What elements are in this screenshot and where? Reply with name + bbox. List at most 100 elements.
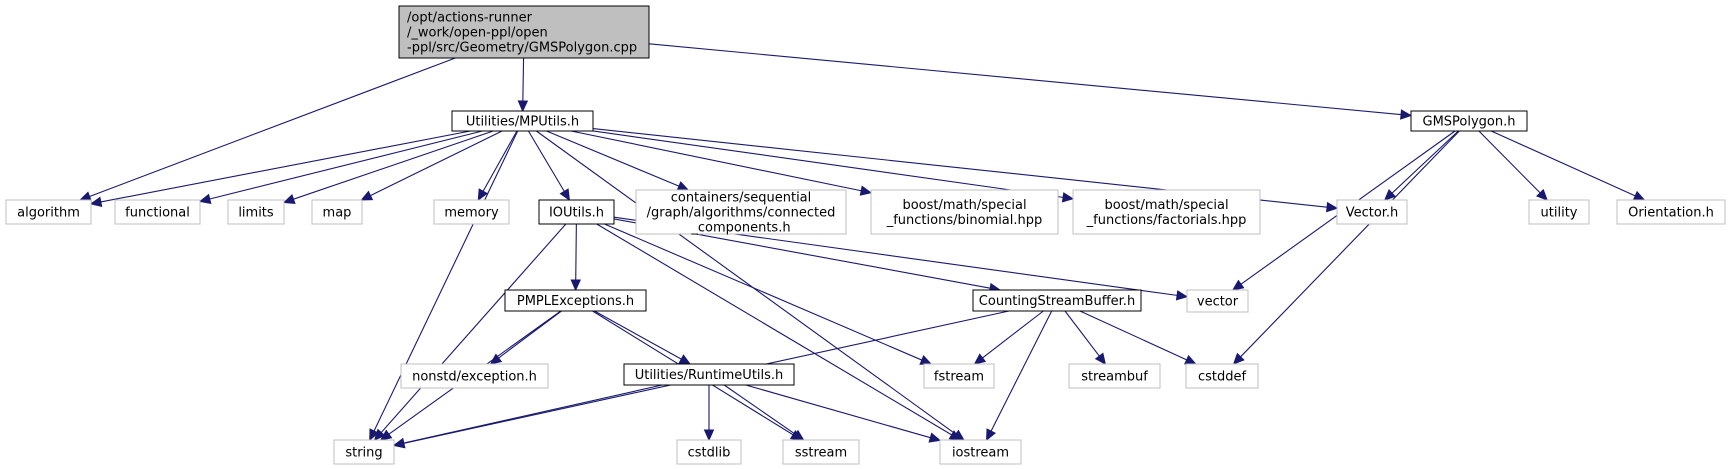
node-box xyxy=(676,439,742,465)
edge-countingstream-to-iostream xyxy=(986,310,1053,442)
edge-runtimeutils-to-iostream xyxy=(745,384,942,443)
edge-arrowhead xyxy=(1094,352,1107,365)
node-map: map xyxy=(311,199,363,225)
edge-arrowhead xyxy=(1175,290,1189,301)
edge-line xyxy=(370,130,503,197)
node-string: string xyxy=(333,439,395,465)
edge-line xyxy=(1240,130,1460,358)
edge-arrowhead xyxy=(1383,188,1397,201)
edge-mputils-to-string xyxy=(369,130,519,442)
edge-mputils-to-map xyxy=(360,130,503,201)
edge-arrowhead xyxy=(1232,352,1245,365)
edge-gmspolygon_h-to-orientation xyxy=(1490,130,1646,201)
edge-arrowhead xyxy=(379,429,393,441)
node-label: IOUtils.h xyxy=(549,206,604,221)
edge-arrowhead xyxy=(392,437,406,449)
node-fstream: fstream xyxy=(923,363,995,389)
node-label: iostream xyxy=(952,446,1009,461)
edge-line xyxy=(575,223,577,281)
node-memory: memory xyxy=(433,199,510,225)
edge-arrowhead xyxy=(360,190,374,201)
edge-runtimeutils-to-cstdlib xyxy=(703,385,715,442)
node-label: /_work/open-ppl/open xyxy=(407,26,548,41)
edge-line xyxy=(592,130,1064,198)
node-box xyxy=(623,363,795,386)
edge-mputils-to-memory xyxy=(477,130,518,202)
edge-runtimeutils-to-string xyxy=(392,384,663,449)
edge-gmspolygon_h-to-vector_h xyxy=(1383,130,1459,201)
edge-line xyxy=(100,130,471,203)
node-box xyxy=(782,439,860,465)
node-mputils[interactable]: Utilities/MPUtils.h xyxy=(451,110,594,132)
node-orientation: Orientation.h xyxy=(1616,199,1726,225)
node-pmplexceptions[interactable]: PMPLExceptions.h xyxy=(504,289,647,312)
edge-arrowhead xyxy=(792,429,805,441)
edge-arrowhead xyxy=(859,185,873,196)
node-label: _functions/binomial.hpp xyxy=(886,213,1043,228)
edge-line xyxy=(570,130,862,192)
node-limits: limits xyxy=(227,199,285,225)
edge-line xyxy=(1079,310,1187,361)
edge-line xyxy=(648,43,1402,116)
node-algorithm: algorithm xyxy=(5,199,92,225)
node-countingstream[interactable]: CountingStreamBuffer.h xyxy=(972,289,1142,312)
edge-line xyxy=(1064,310,1100,357)
edge-mputils-to-functional xyxy=(198,130,483,204)
edge-mputils-to-binomial xyxy=(570,130,873,196)
edge-line xyxy=(209,130,483,200)
node-box xyxy=(1336,199,1408,225)
node-box xyxy=(227,199,285,225)
node-box xyxy=(1528,199,1590,225)
node-label: Orientation.h xyxy=(1628,206,1714,221)
node-box xyxy=(311,199,363,225)
node-box xyxy=(1068,363,1161,389)
edge-ioutils-to-iostream xyxy=(596,223,962,441)
node-label: cstdlib xyxy=(688,446,731,461)
node-runtimeutils[interactable]: Utilities/RuntimeUtils.h xyxy=(623,363,795,386)
node-label: cstddef xyxy=(1198,370,1247,385)
node-cstddef: cstddef xyxy=(1185,363,1259,389)
edge-arrowhead xyxy=(1400,109,1413,120)
edge-arrowhead xyxy=(1061,192,1075,203)
node-label: -ppl/src/Geometry/GMSPolygon.cpp xyxy=(407,41,637,56)
edge-arrowhead xyxy=(973,353,987,365)
node-label: /graph/algorithms/connected xyxy=(647,206,836,221)
node-label: string xyxy=(345,446,382,461)
edge-arrowhead xyxy=(369,428,380,442)
edge-line xyxy=(536,130,957,435)
edge-arrowhead xyxy=(89,196,103,208)
node-box xyxy=(1616,199,1726,225)
node-label: _functions/factorials.hpp xyxy=(1086,213,1247,228)
edge-line xyxy=(596,223,952,436)
edge-arrowhead xyxy=(570,279,582,292)
edge-mputils-to-connected xyxy=(546,130,690,191)
node-gmspolygon_h[interactable]: GMSPolygon.h xyxy=(1410,110,1528,132)
node-box xyxy=(923,363,995,389)
node-label: boost/math/special xyxy=(902,198,1026,213)
edge-line xyxy=(403,384,663,444)
node-label: Vector.h xyxy=(1346,206,1399,221)
node-utility: utility xyxy=(1528,199,1590,225)
edge-mputils-to-iostream xyxy=(536,130,965,441)
edge-mputils-to-factorials xyxy=(592,130,1075,203)
edge-line xyxy=(604,223,923,361)
node-label: nonstd/exception.h xyxy=(412,370,537,385)
node-label: boost/math/special xyxy=(1104,198,1228,213)
edge-line xyxy=(89,57,456,197)
node-box xyxy=(635,189,847,235)
edge-runtimeutils-to-sstream xyxy=(723,384,805,441)
edge-line xyxy=(482,130,518,192)
edge-line xyxy=(546,130,680,187)
node-label: Utilities/MPUtils.h xyxy=(466,115,579,130)
edge-root-to-gmspolygon_h xyxy=(648,43,1413,120)
edge-arrowhead xyxy=(559,188,571,202)
node-box xyxy=(1072,189,1261,235)
node-functional: functional xyxy=(114,199,201,225)
node-sstream: sstream xyxy=(782,439,860,465)
node-box xyxy=(398,5,650,59)
edge-arrowhead xyxy=(1231,279,1245,291)
node-box xyxy=(114,199,201,225)
node-ioutils[interactable]: IOUtils.h xyxy=(538,199,615,225)
node-label: map xyxy=(323,206,352,221)
edge-arrowhead xyxy=(986,428,996,442)
